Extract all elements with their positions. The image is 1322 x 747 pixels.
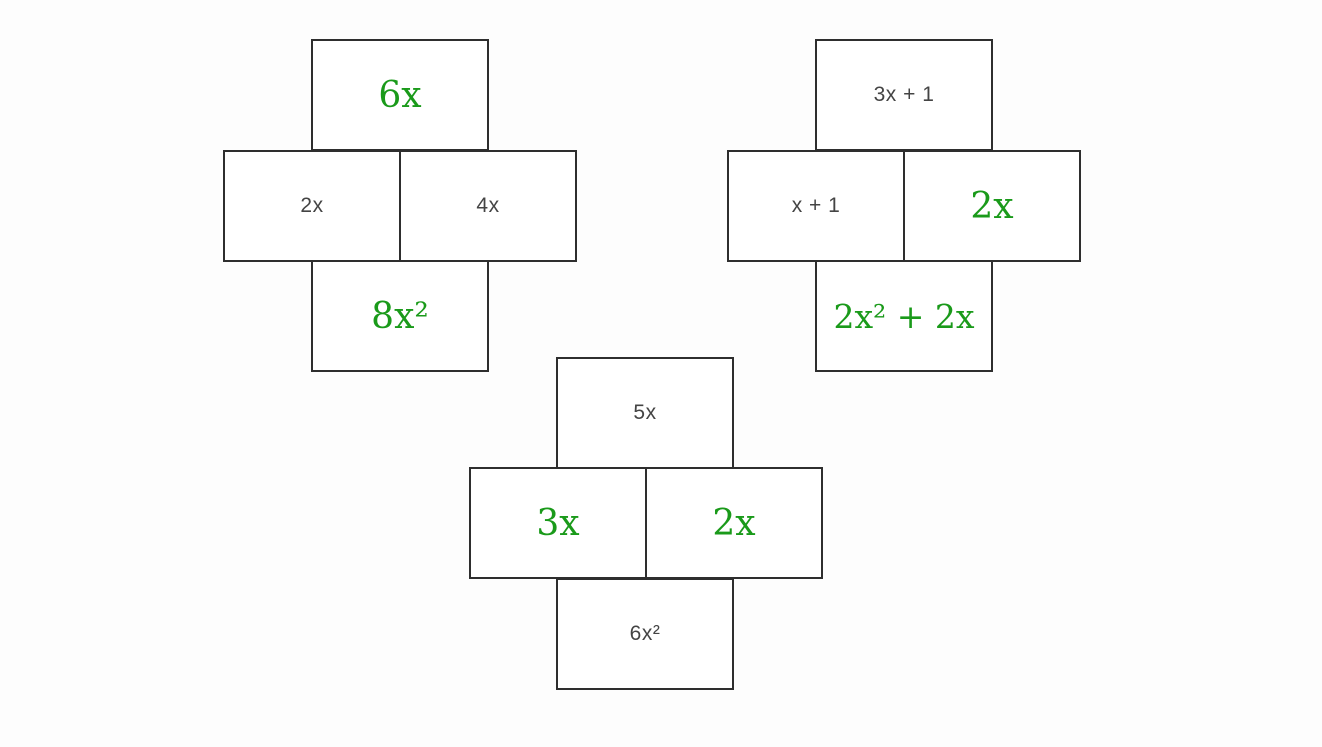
puzzle-2-right-cell: 2x xyxy=(903,150,1081,262)
puzzle-2-right-value: 2x xyxy=(970,185,1014,227)
puzzle-1-bottom-cell: 8x² xyxy=(311,260,489,372)
puzzle-1-right-cell: 4x xyxy=(399,150,577,262)
puzzle-3-right-cell: 2x xyxy=(645,467,823,579)
puzzle-3-bottom-value: 6x² xyxy=(629,622,661,645)
puzzle-2-left-cell: x + 1 xyxy=(727,150,905,262)
puzzle-1-top-cell: 6x xyxy=(311,39,489,151)
puzzle-3-bottom-cell: 6x² xyxy=(556,578,734,690)
puzzle-3-left-cell: 3x xyxy=(469,467,647,579)
puzzle-2-bottom-cell: 2x² + 2x xyxy=(815,260,993,372)
puzzle-1-top-value: 6x xyxy=(378,74,422,116)
puzzle-3-top-value: 5x xyxy=(633,401,657,424)
puzzle-1-bottom-value: 8x² xyxy=(371,295,429,337)
puzzle-2-top-value: 3x + 1 xyxy=(873,83,935,106)
puzzle-2-bottom-value: 2x² + 2x xyxy=(833,296,975,336)
puzzle-1-left-cell: 2x xyxy=(223,150,401,262)
puzzle-1-left-value: 2x xyxy=(300,194,324,217)
puzzle-2-left-value: x + 1 xyxy=(791,194,841,217)
puzzle-2-top-cell: 3x + 1 xyxy=(815,39,993,151)
puzzle-1-right-value: 4x xyxy=(476,194,500,217)
puzzle-3-left-value: 3x xyxy=(536,502,580,544)
puzzle-3-right-value: 2x xyxy=(712,502,756,544)
puzzle-3-top-cell: 5x xyxy=(556,357,734,469)
